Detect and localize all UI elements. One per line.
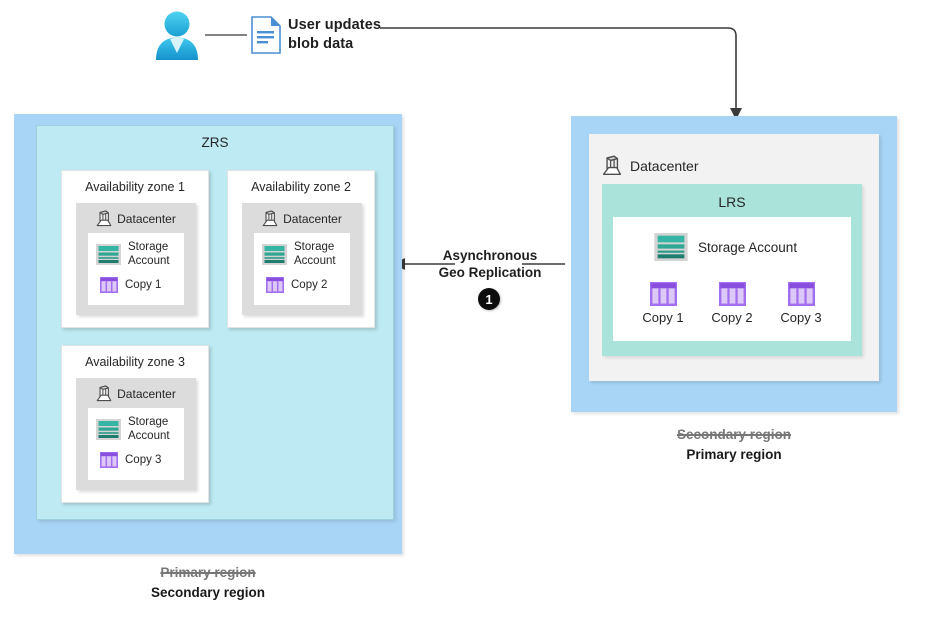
secondary-region-caption-current: Secondary region <box>150 585 266 600</box>
storage-account-zone-1: Storage Account <box>96 241 170 268</box>
storage-account-icon <box>96 419 121 440</box>
storage-account-label-zone-1: Storage Account <box>128 241 170 268</box>
storage-account-icon <box>96 244 121 265</box>
zrs-box: ZRS Availability zone 1 <box>36 125 394 520</box>
storage-account-label-zone-3: Storage Account <box>128 416 170 443</box>
storage-account-zone-2: Storage Account <box>262 241 336 268</box>
secondary-region-container: ZRS Availability zone 1 <box>14 114 402 554</box>
copy-label-zone-1: Copy 1 <box>125 279 162 291</box>
copy-icon <box>100 452 118 468</box>
copy-icon <box>718 282 746 306</box>
primary-region-caption-current: Primary region <box>686 447 782 462</box>
copy-item: Copy 1 <box>633 282 693 325</box>
datacenter-box-zone-1: Datacenter <box>76 203 196 315</box>
replication-label: Asynchronous Geo Replication <box>423 247 557 281</box>
secondary-region-caption: Primary region Secondary region <box>14 563 402 603</box>
datacenter-header-zone-2: Datacenter <box>242 210 362 227</box>
copy-zone-2: Copy 2 <box>266 277 327 293</box>
availability-zone-2: Availability zone 2 Datacen <box>227 170 375 328</box>
user-icon <box>152 10 202 62</box>
storage-account-label-zone-3-line1: Storage <box>128 416 169 428</box>
storage-account-zone-3: Storage Account <box>96 416 170 443</box>
availability-zone-2-title: Availability zone 2 <box>251 180 351 194</box>
datacenter-box-primary: Datacenter LRS <box>589 134 879 381</box>
copy-icon <box>100 277 118 293</box>
copy-label-zone-3: Copy 3 <box>125 454 162 466</box>
zrs-title: ZRS <box>201 135 229 150</box>
replication-label-line1: Asynchronous <box>442 248 538 263</box>
copy-zone-1: Copy 1 <box>100 277 161 293</box>
copy-item: Copy 3 <box>771 282 831 325</box>
storage-account-label-zone-1-line1: Storage <box>128 241 169 253</box>
storage-account-label-zone-1-line2: Account <box>128 254 170 267</box>
primary-region-caption-struck: Secondary region <box>676 427 792 442</box>
copy-item: Copy 2 <box>702 282 762 325</box>
availability-zone-3-title: Availability zone 3 <box>85 355 185 369</box>
copy-label: Copy 1 <box>642 310 684 325</box>
datacenter-icon <box>262 210 278 227</box>
step-badge-1: 1 <box>478 288 500 310</box>
datacenter-icon <box>96 210 112 227</box>
copy-label-zone-2: Copy 2 <box>291 279 328 291</box>
secondary-region-caption-struck: Primary region <box>160 565 256 580</box>
storage-account-label-zone-2: Storage Account <box>294 241 336 268</box>
replication-label-line2: Geo Replication <box>438 265 542 280</box>
user-flow-label: User updates blob data <box>288 16 381 54</box>
storage-account-primary: Storage Account <box>654 233 797 261</box>
storage-account-label-zone-2-line2: Account <box>294 254 336 267</box>
lrs-title: LRS <box>718 194 746 210</box>
copies-list-primary: Copy 1 Copy 2 <box>633 282 831 325</box>
zone-1-resources: Storage Account <box>88 233 184 305</box>
storage-account-label-primary: Storage Account <box>698 239 798 255</box>
datacenter-box-zone-3: Datacenter <box>76 378 196 490</box>
datacenter-label-zone-2: Datacenter <box>283 211 342 226</box>
primary-region-caption: Secondary region Primary region <box>571 425 897 465</box>
datacenter-label-zone-1: Datacenter <box>117 211 176 226</box>
storage-account-icon <box>262 244 287 265</box>
datacenter-header-zone-3: Datacenter <box>76 385 196 402</box>
availability-zone-1: Availability zone 1 Datacen <box>61 170 209 328</box>
datacenter-icon <box>602 155 622 176</box>
zone-2-resources: Storage Account <box>254 233 350 305</box>
datacenter-icon <box>96 385 112 402</box>
user-flow-label-line2: blob data <box>288 36 354 52</box>
copy-icon <box>787 282 815 306</box>
storage-account-label-zone-2-line1: Storage <box>294 241 335 253</box>
storage-account-icon <box>654 233 688 261</box>
datacenter-label-zone-3: Datacenter <box>117 386 176 401</box>
availability-zone-3: Availability zone 3 Datacen <box>61 345 209 503</box>
lrs-box: LRS Storage Account <box>602 184 862 356</box>
document-icon <box>251 16 281 54</box>
connector-user-to-primary <box>380 27 737 108</box>
copy-label: Copy 2 <box>711 310 753 325</box>
copy-zone-3: Copy 3 <box>100 452 161 468</box>
datacenter-box-zone-2: Datacenter <box>242 203 362 315</box>
user-flow-label-line1: User updates <box>288 17 382 33</box>
datacenter-header-zone-1: Datacenter <box>76 210 196 227</box>
datacenter-header-primary: Datacenter <box>602 155 698 176</box>
copy-icon <box>266 277 284 293</box>
storage-account-label-zone-3-line2: Account <box>128 429 170 442</box>
copy-label: Copy 3 <box>780 310 822 325</box>
availability-zone-1-title: Availability zone 1 <box>85 180 185 194</box>
zone-3-resources: Storage Account <box>88 408 184 480</box>
primary-region-container: Datacenter LRS <box>571 116 897 412</box>
copy-icon <box>649 282 677 306</box>
datacenter-label-primary: Datacenter <box>630 157 699 174</box>
lrs-resources: Storage Account <box>613 217 851 341</box>
